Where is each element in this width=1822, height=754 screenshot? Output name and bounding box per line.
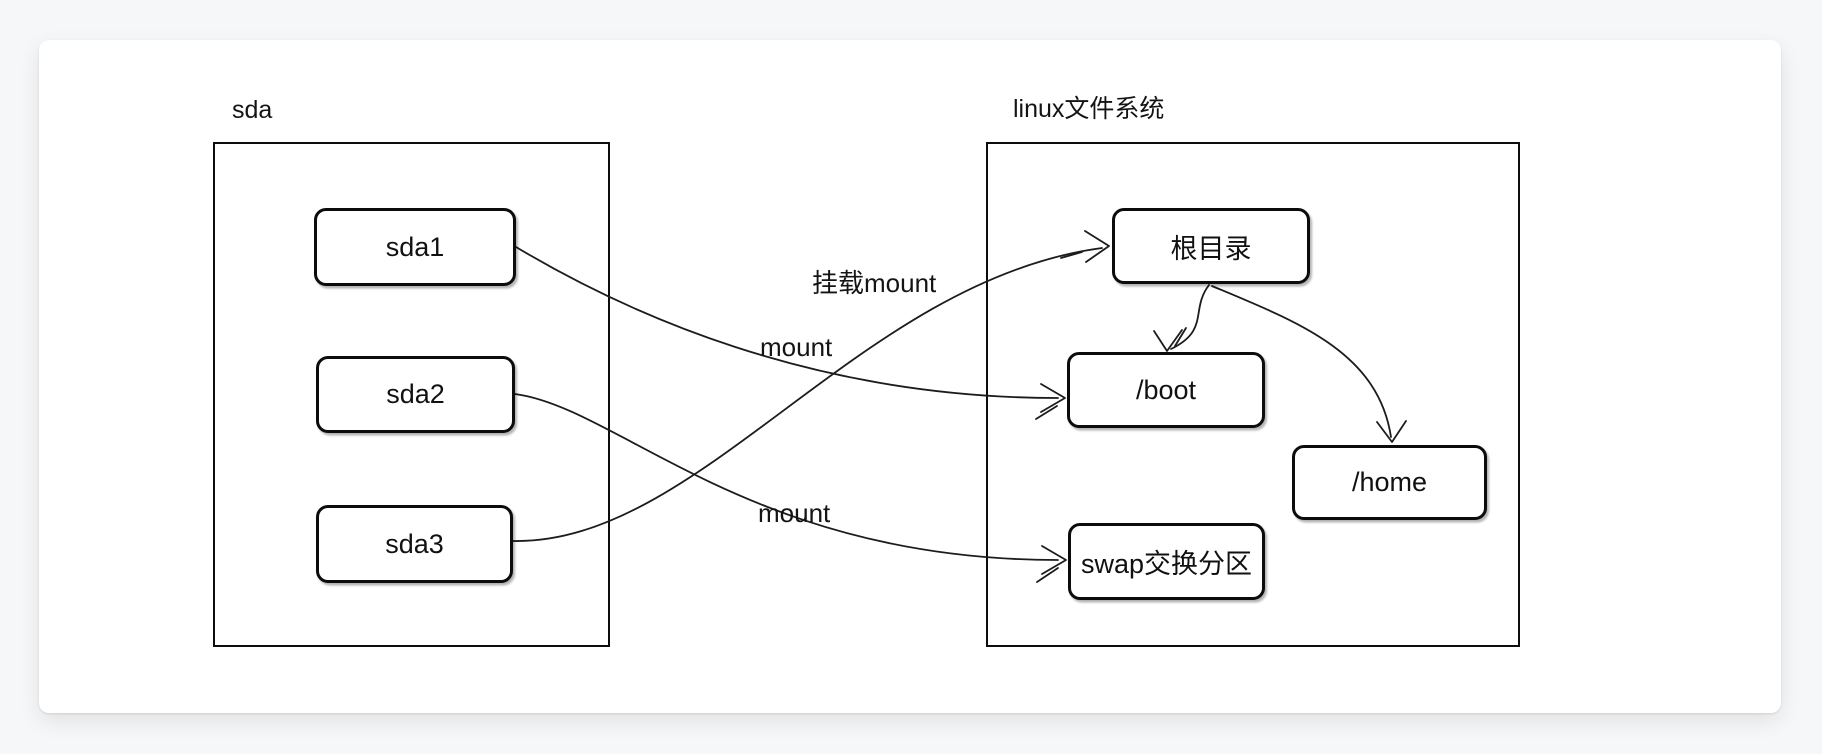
node-boot-label: /boot	[1135, 374, 1197, 405]
node-sda3-label: sda3	[385, 528, 444, 559]
node-root-directory-label: 根目录	[1170, 233, 1252, 264]
node-home-label: /home	[1351, 467, 1428, 497]
node-sda2-label: sda2	[386, 379, 445, 409]
node-sda2: sda2	[316, 356, 515, 433]
node-sda1: sda1	[314, 208, 516, 286]
node-sda3: sda3	[316, 505, 513, 583]
group-title-linux-filesystem: linux文件系统	[1013, 95, 1165, 123]
group-title-sda: sda	[232, 96, 273, 124]
node-boot: /boot	[1067, 352, 1265, 428]
edge-label-guazai-mount-sda3-root: 挂载mount	[812, 268, 937, 298]
node-swap-partition: swap交换分区	[1068, 523, 1265, 600]
node-sda1-label: sda1	[385, 231, 445, 262]
node-swap-partition-label: swap交换分区	[1080, 549, 1253, 579]
edge-label-mount-sda1-boot: mount	[760, 332, 833, 362]
edge-label-mount-sda2-swap: mount	[758, 498, 831, 528]
node-root-directory: 根目录	[1112, 208, 1310, 284]
node-home: /home	[1292, 445, 1487, 520]
